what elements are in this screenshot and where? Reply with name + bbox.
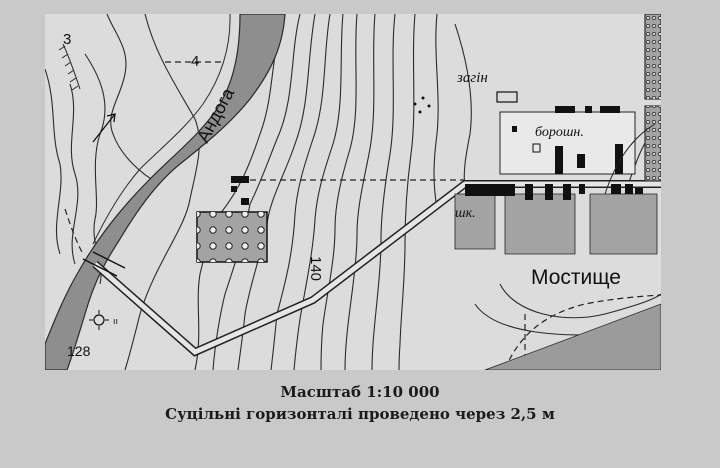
river-bank-line (92, 14, 231, 245)
contour-line (454, 23, 472, 190)
village-name-label: Мостище (531, 266, 621, 289)
contour-line (320, 14, 358, 370)
river-andoga (45, 14, 286, 370)
contour-line (344, 14, 376, 370)
label-boroshn: борошн. (535, 125, 584, 140)
elevation-label-128: 128 (67, 343, 91, 359)
orchard-strip-dots (645, 106, 661, 181)
label-number-3: 3 (63, 31, 71, 48)
road-curve (604, 123, 656, 195)
orchard-dots (197, 212, 267, 262)
contour-line (45, 68, 62, 255)
contour-line (212, 14, 301, 370)
contour-line (106, 14, 161, 185)
contour-line (398, 14, 416, 370)
mill-building (532, 143, 541, 153)
label-number-4: 4 (191, 53, 199, 70)
label-zahin: загін (456, 70, 488, 86)
contour-line (194, 14, 286, 370)
tree-dots (413, 96, 431, 114)
contour-line (293, 14, 344, 370)
label-shk: шк. (455, 206, 476, 221)
contour-label-140: 140 (307, 256, 324, 281)
scale-caption: Масштаб 1:10 000 (280, 383, 440, 401)
orchard-strip-dots (645, 14, 661, 99)
contour-line (499, 283, 661, 319)
topographic-map: ıı 3 4 Андога 140 128 загін борошн. шк. … (45, 14, 661, 370)
bridge (82, 251, 126, 277)
survey-point-icon: ıı (89, 310, 118, 330)
svg-text:ıı: ıı (113, 317, 118, 327)
cliff-hachures (58, 43, 81, 91)
village-blocks (454, 111, 661, 370)
buildings (231, 106, 643, 205)
map-canvas: ıı 3 4 Андога 140 128 загін борошн. шк. … (45, 14, 661, 370)
contour-interval-caption: Суцільні горизонталі проведено через 2,5… (165, 405, 555, 423)
pen-building (496, 91, 518, 103)
dashed-tracks (64, 61, 661, 370)
contour-line (69, 83, 79, 265)
contour-line (433, 14, 439, 210)
contour-line (270, 14, 331, 370)
contour-line (371, 14, 396, 370)
contour-line (124, 14, 200, 370)
contour-line (237, 14, 316, 370)
flow-arrow (92, 113, 116, 143)
